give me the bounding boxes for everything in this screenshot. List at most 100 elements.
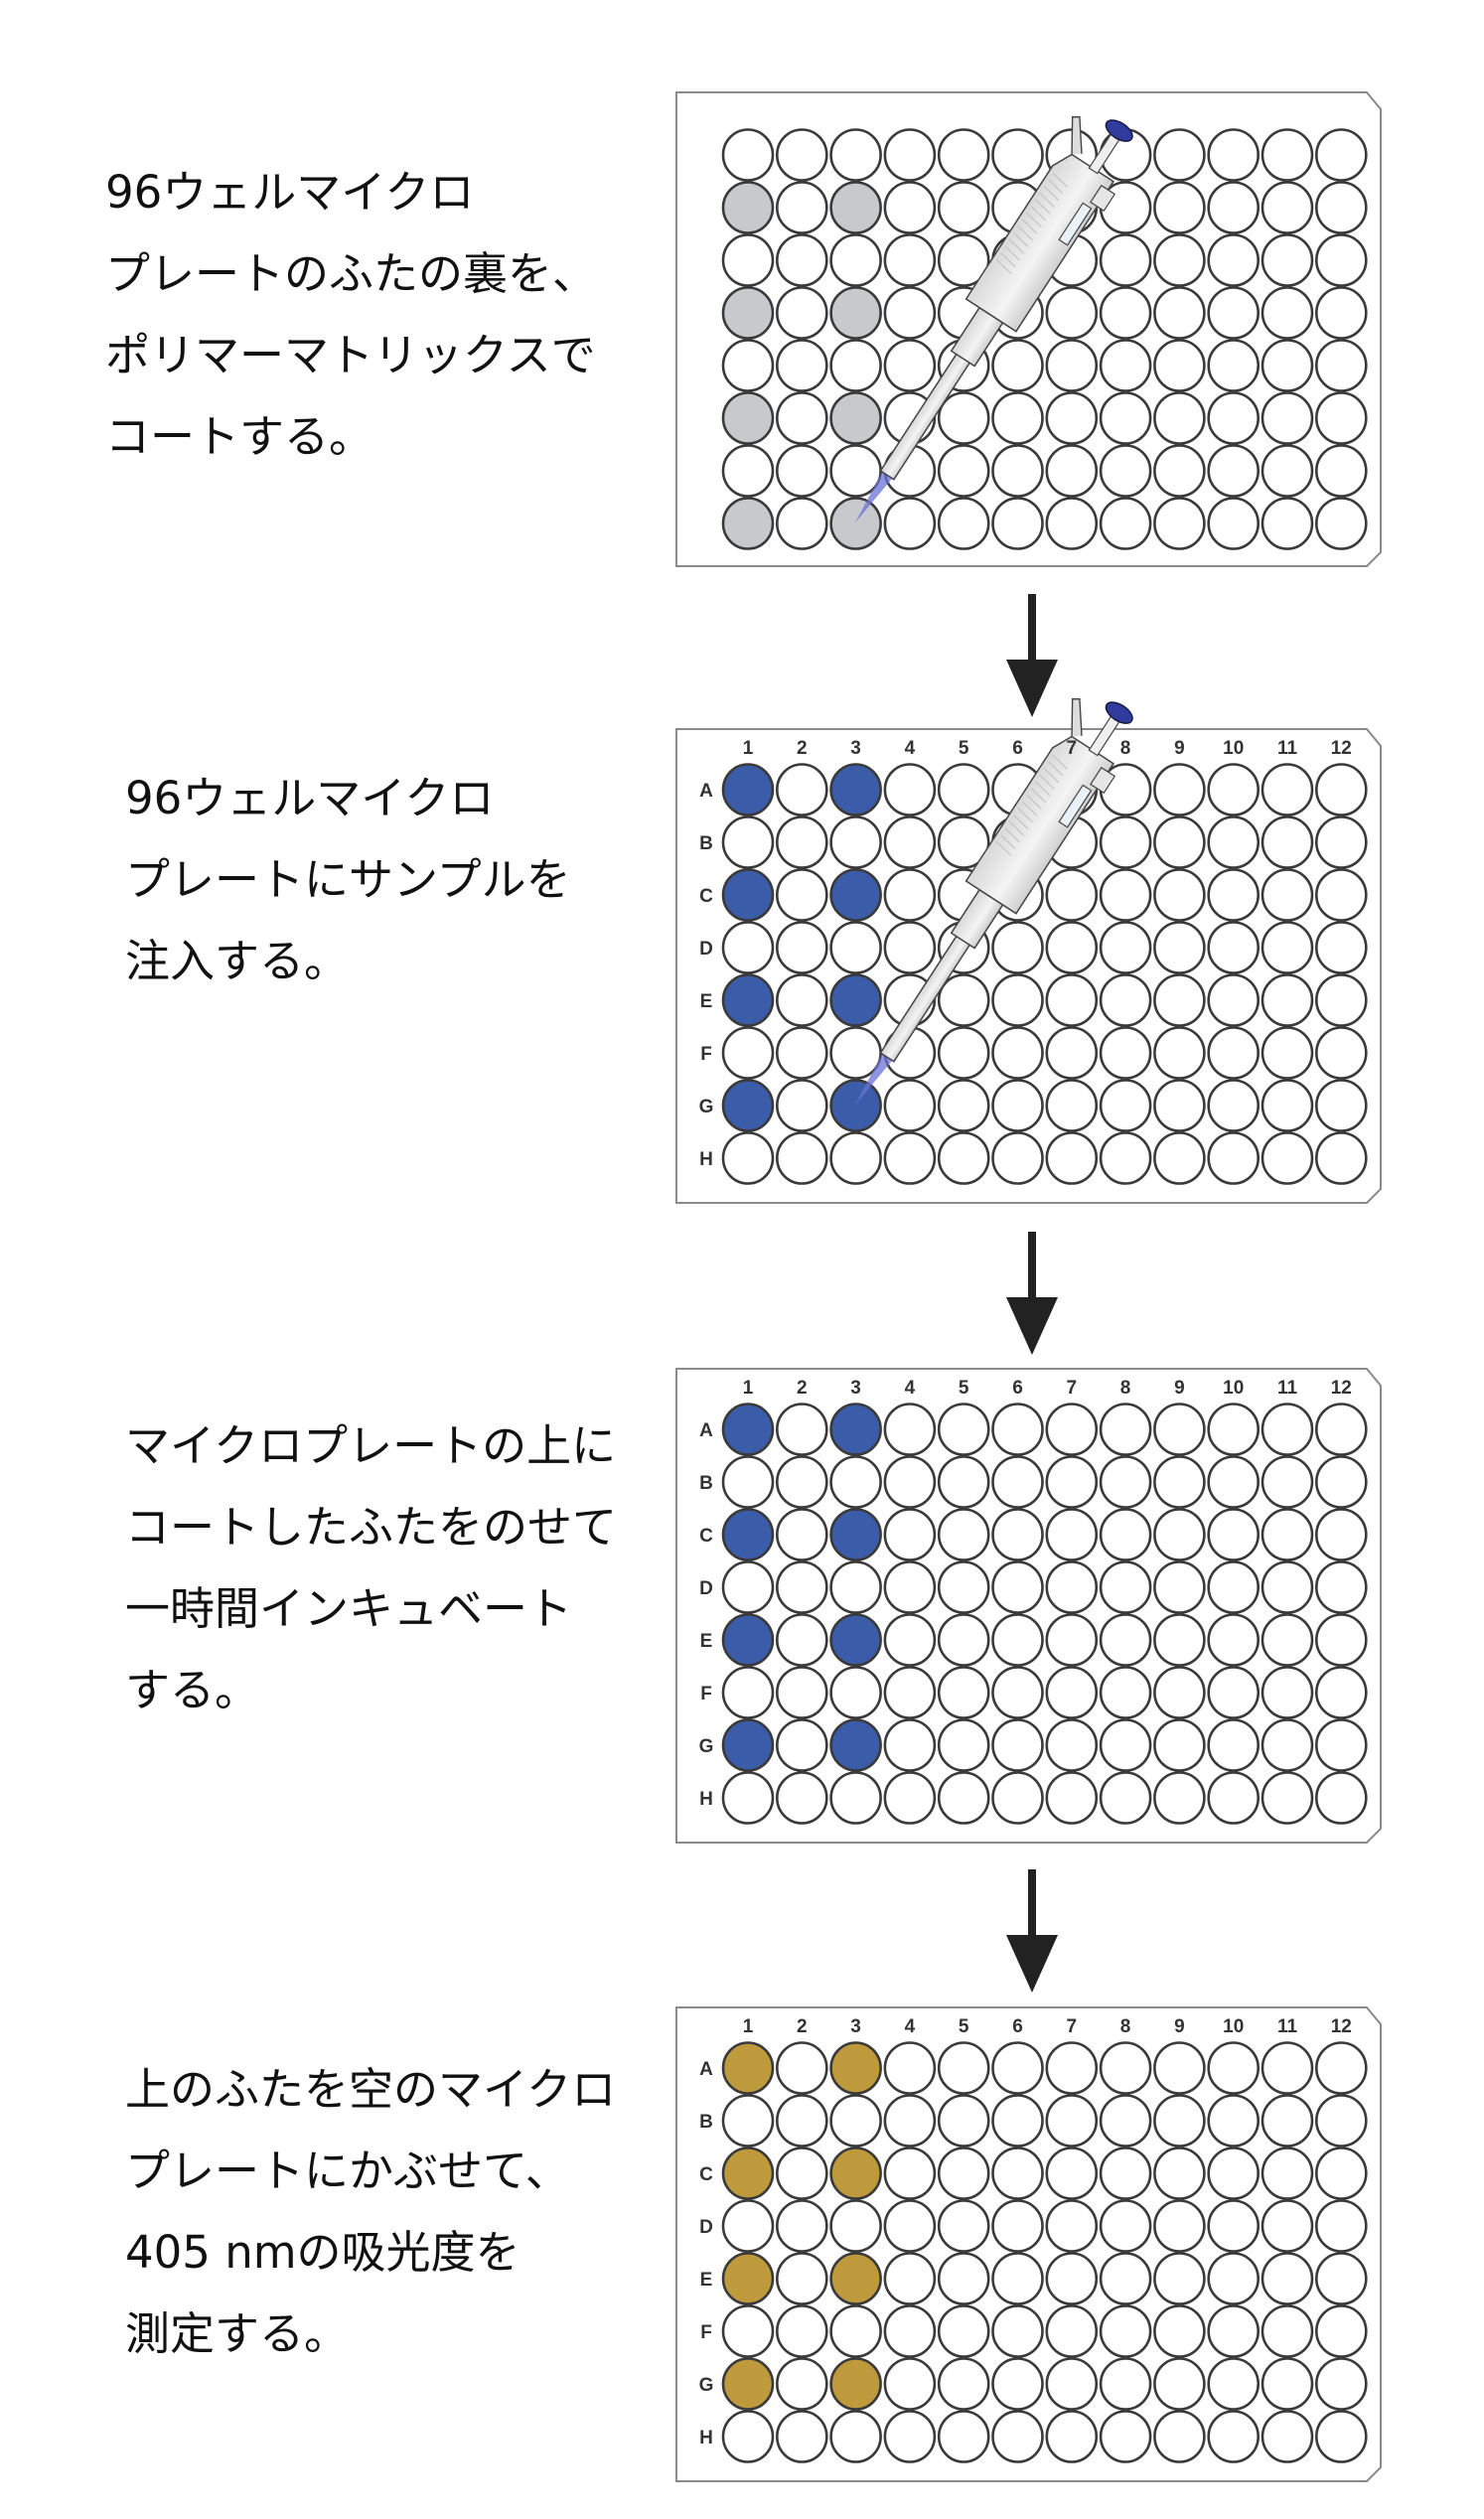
well-C7 [1045, 868, 1099, 922]
well-A4 [883, 128, 937, 182]
step-1-line: ポリマーマトリックスで [105, 329, 596, 381]
well-B6 [991, 1455, 1044, 1509]
well-G10 [1207, 2357, 1261, 2411]
well-filled-F3 [829, 391, 882, 445]
well-C5 [937, 2147, 990, 2200]
well-F2 [776, 1666, 828, 1719]
column-label: 1 [743, 1378, 754, 1399]
well-G9 [1153, 1079, 1206, 1132]
well-A6 [991, 1403, 1044, 1456]
well-E8 [1099, 339, 1152, 392]
well-F3 [829, 1026, 882, 1080]
row-label: H [699, 1149, 713, 1170]
column-label: 2 [797, 1378, 808, 1399]
well-F5 [937, 391, 990, 445]
well-C12 [1314, 868, 1368, 922]
row-label: G [699, 2375, 714, 2396]
well-F10 [1207, 1666, 1261, 1719]
well-D7 [1045, 921, 1099, 974]
well-H11 [1261, 1131, 1314, 1185]
well-G9 [1153, 444, 1206, 498]
well-A12 [1314, 1403, 1368, 1456]
step-2-text: 96ウェルマイクロ プレートにサンプルを 注入する。 [125, 758, 571, 1002]
well-E8 [1099, 2252, 1152, 2305]
well-D4 [883, 1560, 937, 1614]
well-H6 [991, 497, 1044, 550]
well-H12 [1314, 1131, 1368, 1185]
well-C5 [937, 1508, 990, 1561]
well-D8 [1099, 2199, 1152, 2253]
well-filled-A1 [721, 763, 775, 816]
well-B3 [829, 815, 882, 869]
well-F10 [1207, 1026, 1261, 1080]
well-H10 [1207, 497, 1261, 550]
well-C12 [1314, 233, 1368, 287]
well-G6 [991, 444, 1044, 498]
well-F2 [776, 2304, 828, 2358]
column-label: 10 [1223, 738, 1244, 759]
well-filled-D1 [721, 286, 775, 340]
well-B4 [883, 181, 937, 234]
well-F11 [1261, 1026, 1314, 1080]
well-A4 [883, 1403, 937, 1456]
well-H1 [721, 1131, 775, 1185]
row-label: E [700, 2270, 713, 2291]
well-C12 [1314, 1508, 1368, 1561]
well-G6 [991, 2357, 1044, 2411]
well-D4 [883, 921, 937, 974]
row-label: A [699, 2059, 713, 2080]
well-H9 [1153, 497, 1206, 550]
step-2-line: プレートにサンプルを [125, 853, 571, 906]
well-C2 [776, 1508, 828, 1561]
well-E11 [1261, 973, 1314, 1027]
well-D6 [991, 1560, 1044, 1614]
well-F1 [721, 1026, 775, 1080]
well-C8 [1099, 2147, 1152, 2200]
column-label: 3 [850, 1378, 861, 1399]
well-F4 [883, 1666, 937, 1719]
well-A5 [937, 128, 990, 182]
well-B8 [1099, 1455, 1152, 1509]
well-H11 [1261, 1771, 1314, 1825]
well-H12 [1314, 1771, 1368, 1825]
pipette-icon [854, 697, 1133, 1106]
well-E10 [1207, 2252, 1261, 2305]
row-label: A [699, 781, 713, 802]
well-D12 [1314, 2199, 1368, 2253]
well-H7 [1045, 497, 1099, 550]
row-label: D [699, 1578, 713, 1599]
well-filled-E1 [721, 1613, 775, 1667]
well-E6 [991, 339, 1044, 392]
column-label: 7 [1067, 738, 1078, 759]
well-H3 [829, 1131, 882, 1185]
column-label: 9 [1174, 1378, 1185, 1399]
well-F8 [1099, 1026, 1152, 1080]
well-H5 [937, 1771, 990, 1825]
well-G12 [1314, 444, 1368, 498]
row-label: A [699, 1420, 713, 1441]
well-F6 [991, 1666, 1044, 1719]
well-A11 [1261, 2041, 1314, 2095]
well-G10 [1207, 444, 1261, 498]
well-B7 [1045, 2094, 1099, 2148]
well-C9 [1153, 1508, 1206, 1561]
column-label: 12 [1331, 1378, 1352, 1399]
step-3-line: コートしたふたをのせて [125, 1501, 618, 1554]
well-C9 [1153, 868, 1206, 922]
column-label: 11 [1277, 2016, 1298, 2037]
well-B5 [937, 1455, 990, 1509]
well-C1 [721, 233, 775, 287]
well-D9 [1153, 2199, 1206, 2253]
column-label: 9 [1174, 2016, 1185, 2037]
step-2-line: 96ウェルマイクロ [125, 772, 495, 824]
well-E7 [1045, 973, 1099, 1027]
well-G12 [1314, 1718, 1368, 1772]
well-H10 [1207, 2410, 1261, 2463]
well-E9 [1153, 973, 1206, 1027]
well-F2 [776, 391, 828, 445]
step-3-text: マイクロプレートの上に コートしたふたをのせて 一時間インキュベート する。 [125, 1406, 617, 1731]
well-A11 [1261, 763, 1314, 816]
well-E6 [991, 2252, 1044, 2305]
well-E6 [991, 973, 1044, 1027]
